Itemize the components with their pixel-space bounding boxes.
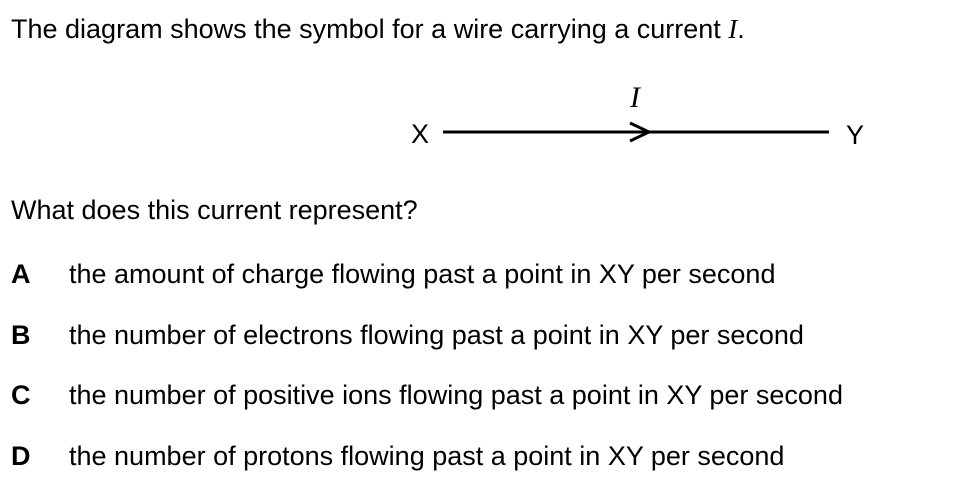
answer-options: A the amount of charge flowing past a po…: [11, 255, 951, 497]
option-a[interactable]: A the amount of charge flowing past a po…: [11, 255, 951, 316]
option-text: the number of electrons flowing past a p…: [69, 316, 804, 354]
option-text: the number of protons flowing past a poi…: [69, 437, 784, 475]
wire-diagram: I X Y: [0, 70, 958, 160]
option-text: the number of positive ions flowing past…: [69, 376, 843, 414]
point-y-label: Y: [846, 119, 864, 151]
option-letter: D: [11, 437, 69, 475]
wire-symbol: [0, 70, 958, 160]
question-stem: The diagram shows the symbol for a wire …: [11, 9, 745, 49]
point-x-label: X: [411, 118, 429, 150]
stem-end: .: [737, 14, 745, 44]
current-label: I: [630, 82, 640, 114]
option-b[interactable]: B the number of electrons flowing past a…: [11, 316, 951, 377]
option-c[interactable]: C the number of positive ions flowing pa…: [11, 376, 951, 437]
option-letter: A: [11, 255, 69, 293]
stem-variable: I: [728, 14, 737, 44]
question-prompt: What does this current represent?: [11, 192, 418, 228]
option-letter: C: [11, 376, 69, 414]
option-text: the amount of charge flowing past a poin…: [69, 255, 775, 293]
option-d[interactable]: D the number of protons flowing past a p…: [11, 437, 951, 497]
stem-text: The diagram shows the symbol for a wire …: [11, 14, 728, 44]
option-letter: B: [11, 316, 69, 354]
